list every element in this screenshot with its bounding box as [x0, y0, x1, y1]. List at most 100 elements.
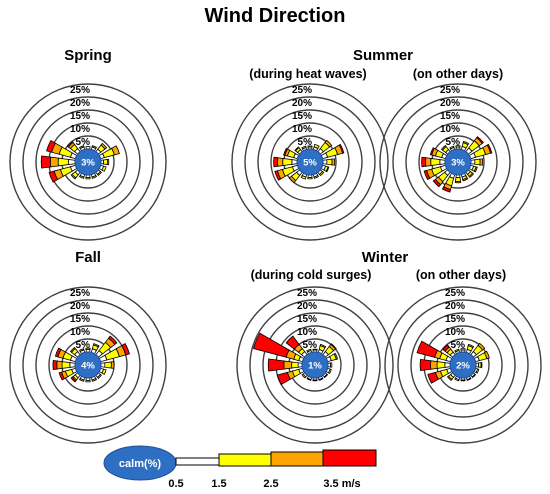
rose-petal-segment — [306, 377, 312, 381]
rose-petal-segment — [106, 158, 110, 166]
rose-petal-segment — [307, 145, 313, 148]
rose-petal-segment — [416, 340, 439, 358]
rose-petal-segment — [446, 375, 453, 382]
frequency-ring — [22, 96, 154, 228]
ring-label: 25% — [440, 85, 460, 96]
rose-petal-segment — [338, 143, 345, 154]
rose-petal-segment — [312, 348, 318, 351]
calm-circle — [449, 351, 477, 379]
rose-petal-segment — [479, 158, 484, 166]
rose-petal-segment — [331, 158, 336, 166]
rose-petal-segment — [70, 376, 77, 383]
legend-bin-2.5-3.5 — [270, 451, 324, 467]
frequency-ring — [231, 83, 389, 241]
rose-petal-segment — [121, 343, 130, 356]
speed-legend: calm(%) 0.5 1.5 2.5 3.5 m/s — [103, 445, 377, 490]
rose-petal-segment — [307, 177, 313, 180]
rose-petal-segment — [471, 373, 477, 379]
ring-label: 5% — [451, 340, 466, 351]
rose-petal-segment — [475, 368, 480, 374]
rose-petal-segment — [70, 173, 77, 180]
rose-petal-segment — [79, 174, 85, 179]
panel-subtitle-summer-other-days: (on other days) — [413, 67, 503, 81]
panel-subtitle-winter-cold-surges: (during cold surges) — [251, 268, 372, 282]
rose-petal-segment — [91, 174, 97, 179]
rose-petal-segment — [330, 362, 333, 368]
legend-bin-1.5-2.5 — [218, 453, 272, 467]
ring-label: 15% — [440, 111, 460, 122]
ring-label: 15% — [445, 314, 465, 325]
frequency-ring — [9, 286, 167, 444]
rose-petal-segment — [429, 147, 435, 156]
rose-petal-segment — [333, 352, 339, 360]
frequency-ring — [270, 122, 350, 202]
rose-petal-segment — [473, 166, 478, 173]
rose-petal-segment — [66, 140, 74, 148]
panel-title-winter: Winter — [362, 249, 409, 266]
rose-petal-segment — [46, 140, 56, 153]
ring-label: 20% — [297, 301, 317, 312]
frequency-ring — [262, 312, 368, 418]
wind-rose-winter-cs: 1%5%10%15%20%25% — [236, 286, 394, 444]
rose-petal-segment — [460, 348, 466, 351]
rose-petal-segment — [277, 157, 284, 167]
rose-petal-segment — [423, 169, 431, 181]
calm-circle — [444, 148, 472, 176]
rose-petal-segment — [430, 360, 438, 370]
ring-label: 25% — [70, 288, 90, 299]
rose-petal-segment — [91, 377, 97, 382]
rose-petal-segment — [454, 348, 460, 353]
rose-petal-segment — [449, 145, 455, 150]
rose-petal-segment — [327, 368, 332, 374]
rose-petal-segment — [104, 361, 112, 369]
rose-petal-segment — [480, 362, 483, 368]
ring-label: 25% — [297, 288, 317, 299]
ring-label: 25% — [292, 85, 312, 96]
rose-petal-segment — [69, 362, 76, 368]
rose-petal-segment — [440, 144, 447, 151]
rose-petal-segment — [318, 377, 324, 381]
ring-label: 20% — [440, 98, 460, 109]
panel-subtitle-summer-heat-waves: (during heat waves) — [249, 67, 366, 81]
rose-petal-segment — [61, 361, 71, 369]
rose-petal-segment — [462, 177, 469, 182]
ring-label: 5% — [76, 137, 91, 148]
rose-petal-segment — [85, 347, 91, 350]
rose-petal-segment — [300, 174, 307, 180]
legend-tick-3.5: 3.5 m/s — [323, 478, 360, 490]
calm-percent-label: 2% — [456, 361, 470, 372]
rose-petal-segment — [52, 359, 58, 371]
frequency-ring — [392, 96, 524, 228]
rose-petal-segment — [57, 157, 70, 167]
calm-circle — [74, 148, 102, 176]
ring-label: 20% — [70, 301, 90, 312]
rose-petal-segment — [312, 379, 318, 382]
ring-label: 5% — [76, 340, 91, 351]
rose-petal-segment — [436, 361, 446, 369]
rose-petal-segment — [96, 170, 102, 176]
calm-percent-label: 4% — [81, 361, 95, 372]
rose-petal-segment — [291, 361, 299, 369]
rose-petal-segment — [427, 371, 439, 384]
frequency-ring — [405, 109, 511, 215]
ring-label: 20% — [292, 98, 312, 109]
frequency-ring — [397, 299, 529, 431]
legend-tick-1.5: 1.5 — [211, 478, 226, 490]
rose-petal-segment — [110, 361, 115, 369]
rose-petal-segment — [79, 377, 85, 382]
panel-subtitle-winter-other-days: (on other days) — [416, 268, 506, 282]
legend-calm-label: calm(%) — [119, 458, 162, 470]
rose-petal-segment — [421, 156, 427, 168]
calm-percent-label: 5% — [303, 158, 317, 169]
ring-label: 20% — [70, 98, 90, 109]
rose-petal-segment — [103, 159, 108, 165]
rose-petal-segment — [455, 177, 461, 182]
rose-petal-segment — [477, 342, 486, 351]
rose-petal-segment — [318, 170, 325, 177]
frequency-ring — [22, 299, 154, 431]
rose-petal-segment — [283, 360, 293, 370]
rose-petal-segment — [100, 142, 108, 150]
ring-label: 10% — [440, 124, 460, 135]
rose-petal-segment — [252, 332, 290, 358]
ring-label: 10% — [70, 124, 90, 135]
